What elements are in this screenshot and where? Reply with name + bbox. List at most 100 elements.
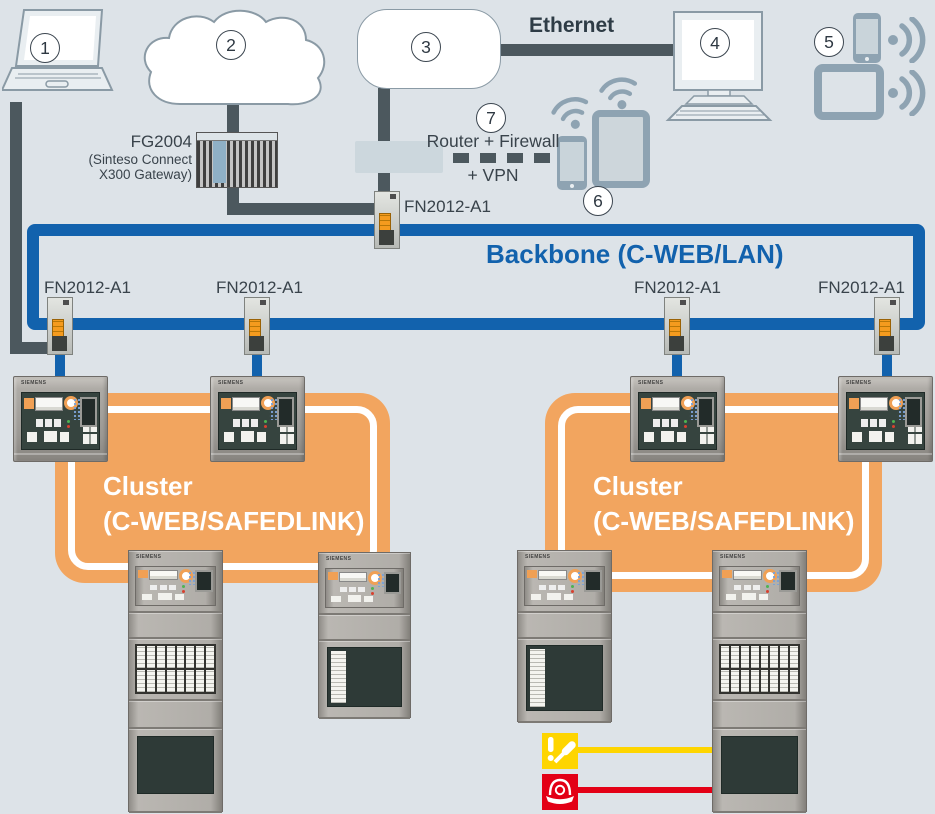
marker-1-laptop: 1: [30, 33, 60, 63]
panel-face: [638, 392, 717, 450]
backbone-label: Backbone (C-WEB/LAN): [486, 239, 784, 269]
panel-label: [150, 584, 158, 590]
marker-3-wan: 3: [411, 32, 441, 62]
panel-brand-text: SIEMENS: [136, 554, 162, 560]
gateway-label: FG2004 (Sinteso Connect X300 Gateway): [58, 132, 192, 183]
panel-display: [538, 569, 567, 580]
panel-face: [846, 392, 925, 450]
fire-panel: SIEMENS: [630, 376, 725, 462]
panel-label: [547, 592, 561, 601]
router-dashed-line: [426, 153, 562, 163]
cabinet-door-window: [137, 736, 214, 794]
zone-label-strip: [530, 649, 545, 707]
gateway-label-line3: X300 Gateway): [98, 167, 192, 183]
ethernet-label: Ethernet: [529, 14, 615, 37]
cluster-label-line2: (C-WEB/SAFEDLINK): [103, 506, 365, 536]
fn-module-tab: [390, 194, 396, 199]
ethernet-line: [498, 44, 676, 56]
panel-keypad: [376, 572, 387, 588]
panel-label: [358, 586, 366, 592]
panel-display: [733, 569, 762, 580]
fn2012-module: [874, 297, 900, 355]
panel-label: [734, 584, 742, 590]
panel-face: [135, 566, 216, 606]
panel-label: [141, 593, 152, 601]
fn2012-module: [47, 297, 73, 355]
safedlink-connector-1: [55, 352, 65, 376]
laptop-line-horizontal: [10, 342, 54, 354]
panel-label: [563, 593, 574, 601]
panel-label: [758, 593, 769, 601]
fire-panel-cabinet-tall: SIEMENS: [712, 550, 807, 813]
cabinet-control-section: SIEMENS: [319, 553, 410, 615]
panel-orange-badge: [848, 398, 859, 410]
zone-label-strip: [331, 651, 346, 703]
fire-panel: SIEMENS: [210, 376, 305, 462]
panel-label: [251, 419, 259, 427]
panel-orange-badge: [220, 398, 231, 410]
panel-orange-badge: [137, 570, 148, 578]
panel-label: [363, 595, 373, 603]
cabinet-control-section: SIEMENS: [713, 551, 806, 613]
panel-label: [174, 593, 185, 601]
panel-mini-screen: [383, 572, 401, 594]
fn-module-window: [669, 336, 684, 351]
cabinet-door-window: [721, 736, 798, 794]
panel-display: [339, 571, 367, 582]
panel-status-leds: [263, 419, 267, 423]
panel-status-leds: [181, 585, 185, 589]
panel-label: [644, 432, 655, 443]
zone-indicator-grid: [719, 644, 800, 694]
fn-module-tab: [680, 300, 686, 305]
panel-mini-screen: [696, 397, 714, 428]
panel-label: [43, 431, 57, 443]
panel-label: [884, 432, 894, 442]
fire-panel: SIEMENS: [13, 376, 108, 462]
fn2012-label: FN2012-A1: [634, 278, 721, 297]
gateway-device-icon: [196, 132, 278, 188]
panel-label: [169, 584, 177, 590]
panel-status-leds: [683, 419, 687, 423]
panel-status-leds: [891, 419, 895, 423]
panel-label: [662, 419, 670, 427]
panel-label: [530, 593, 541, 601]
panel-status-leds: [370, 587, 374, 591]
panel-label: [548, 584, 556, 590]
gateway-label-line2: (Sinteso Connect: [88, 151, 192, 167]
panel-face: [524, 566, 605, 606]
fire-panel-cabinet-medium: SIEMENS: [517, 550, 612, 723]
laptop-line-vertical: [10, 102, 22, 354]
cluster-label-left: Cluster (C-WEB/SAFEDLINK): [103, 469, 364, 539]
gateway-label-line1: FG2004: [130, 132, 192, 151]
tablet-icon: [592, 110, 650, 188]
fire-brigade-icon: [542, 774, 578, 810]
panel-label: [240, 431, 254, 443]
marker-7-router: 7: [476, 103, 506, 133]
panel-label: [54, 419, 62, 427]
panel-mini-screen: [79, 397, 97, 428]
panel-label: [558, 584, 566, 590]
fire-panel-cabinet-medium: SIEMENS: [318, 552, 411, 719]
panel-label: [256, 432, 266, 442]
panel-label: [242, 419, 250, 427]
panel-label: [753, 584, 761, 590]
fn2012-label: FN2012-A1: [44, 278, 131, 297]
panel-display: [35, 396, 63, 412]
panel-label: [349, 586, 357, 592]
cabinet-blank-section: [319, 615, 410, 641]
fn2012-label: FN2012-A1: [216, 278, 303, 297]
panel-label: [158, 592, 172, 601]
cabinet-control-section: SIEMENS: [129, 551, 222, 613]
panel-label: [671, 419, 679, 427]
smartphone-icon: [557, 136, 587, 190]
alarm-line: [578, 787, 712, 793]
panel-label: [35, 419, 43, 427]
panel-orange-badge: [721, 570, 732, 578]
fn-module-window: [52, 336, 67, 351]
panel-keypad: [897, 397, 908, 420]
panel-brand-text: SIEMENS: [720, 554, 746, 560]
panel-label: [331, 595, 342, 603]
cabinet-door-window: [526, 645, 603, 711]
fn-module-tab: [260, 300, 266, 305]
